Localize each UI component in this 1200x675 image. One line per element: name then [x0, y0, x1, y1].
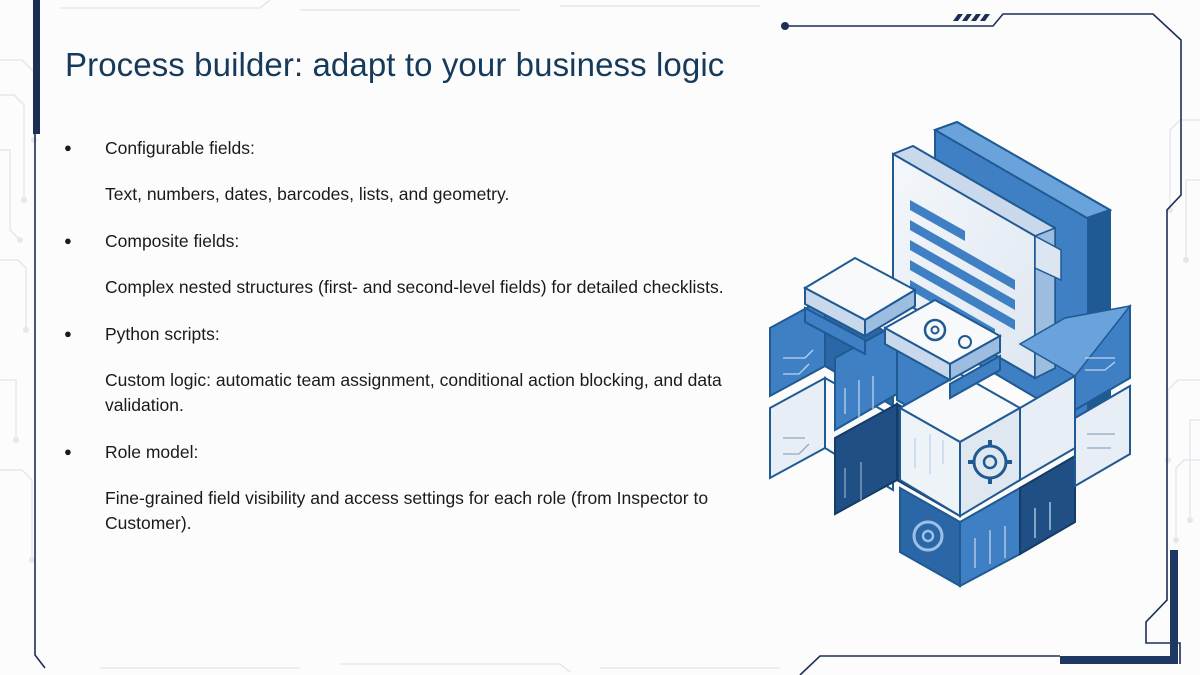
- bullet-dot-icon: ●: [64, 140, 72, 155]
- bullet-dot-icon: ●: [64, 444, 72, 459]
- bullet-heading: Composite fields:: [105, 231, 240, 251]
- bullet-description: Text, numbers, dates, barcodes, lists, a…: [105, 184, 510, 204]
- bullet-heading: Configurable fields:: [105, 138, 255, 158]
- bullet-item-python-scripts: ● Python scripts: Custom logic: automati…: [64, 323, 754, 418]
- slide-title: Process builder: adapt to your business …: [65, 46, 725, 83]
- bullet-item-configurable-fields: ● Configurable fields: Text, numbers, da…: [64, 137, 754, 207]
- bullet-list: ● Configurable fields: Text, numbers, da…: [64, 137, 754, 536]
- bullet-dot-icon: ●: [64, 326, 72, 341]
- bullet-description: Fine-grained field visibility and access…: [105, 488, 709, 533]
- bullet-item-role-model: ● Role model: Fine-grained field visibil…: [64, 441, 754, 536]
- modular-cube-document-gear-icon: [769, 120, 1132, 588]
- bullet-heading: Role model:: [105, 442, 199, 462]
- bullet-heading: Python scripts:: [105, 324, 220, 344]
- bullet-item-composite-fields: ● Composite fields: Complex nested struc…: [64, 230, 754, 300]
- bullet-dot-icon: ●: [64, 233, 72, 248]
- bullet-description: Custom logic: automatic team assignment,…: [105, 370, 722, 415]
- bullet-description: Complex nested structures (first- and se…: [105, 277, 724, 297]
